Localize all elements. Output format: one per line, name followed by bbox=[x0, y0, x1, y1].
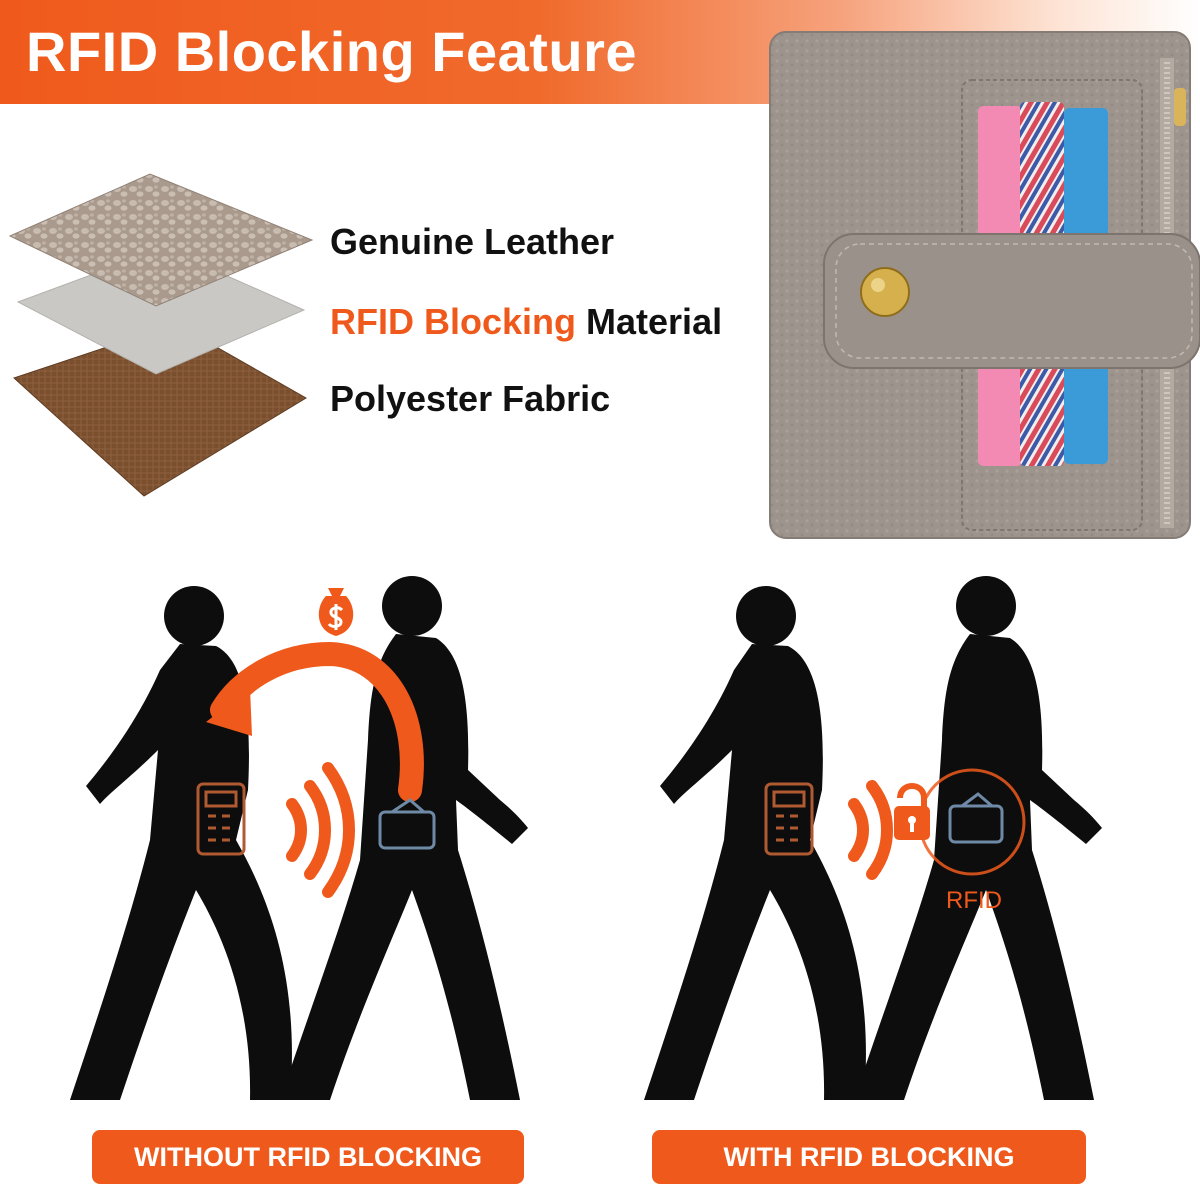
wallet-strap bbox=[823, 233, 1200, 369]
snap-button bbox=[860, 267, 910, 317]
money-bag-icon bbox=[318, 588, 354, 636]
zipper-pull bbox=[1174, 88, 1186, 126]
signal-waves-icon bbox=[286, 762, 355, 898]
genuine-leather-label: Genuine Leather bbox=[330, 221, 615, 262]
wallet-icon bbox=[378, 798, 436, 850]
theft-arrow-head bbox=[206, 688, 252, 736]
with-rfid-caption: WITH RFID BLOCKING bbox=[652, 1130, 1086, 1184]
walking-figure-right bbox=[854, 576, 1102, 1100]
strap-stitching bbox=[835, 243, 1193, 359]
material-text: Material bbox=[586, 301, 723, 342]
signal-waves-icon bbox=[848, 780, 893, 880]
rfid-shield-label: RFID bbox=[946, 887, 1002, 914]
wallet-product-image bbox=[769, 31, 1200, 539]
without-rfid-caption: WITHOUT RFID BLOCKING bbox=[92, 1130, 524, 1184]
material-layers-illustration bbox=[8, 173, 314, 497]
rfid-accent-text: RFID Blocking bbox=[330, 301, 577, 342]
theft-arrow bbox=[210, 641, 424, 802]
scene-with-blocking: RFID bbox=[644, 576, 1102, 1100]
snap-highlight bbox=[871, 278, 885, 292]
rfid-shield-ring bbox=[918, 768, 1026, 876]
scene-without-blocking bbox=[70, 576, 528, 1100]
walking-figure-left bbox=[644, 586, 866, 1100]
wallet-icon bbox=[948, 792, 1004, 844]
polyester-fabric-label: Polyester Fabric bbox=[330, 378, 611, 419]
leather-layer bbox=[8, 173, 314, 307]
walking-figure-right bbox=[280, 576, 528, 1100]
padlock-icon bbox=[894, 783, 930, 840]
page-title: RFID Blocking Feature bbox=[26, 20, 638, 83]
walking-figure-left bbox=[70, 586, 292, 1100]
rfid-reader-icon bbox=[764, 782, 814, 856]
rfid-reader-icon bbox=[196, 782, 246, 856]
rfid-material-label: RFID Blocking Material bbox=[330, 300, 722, 344]
